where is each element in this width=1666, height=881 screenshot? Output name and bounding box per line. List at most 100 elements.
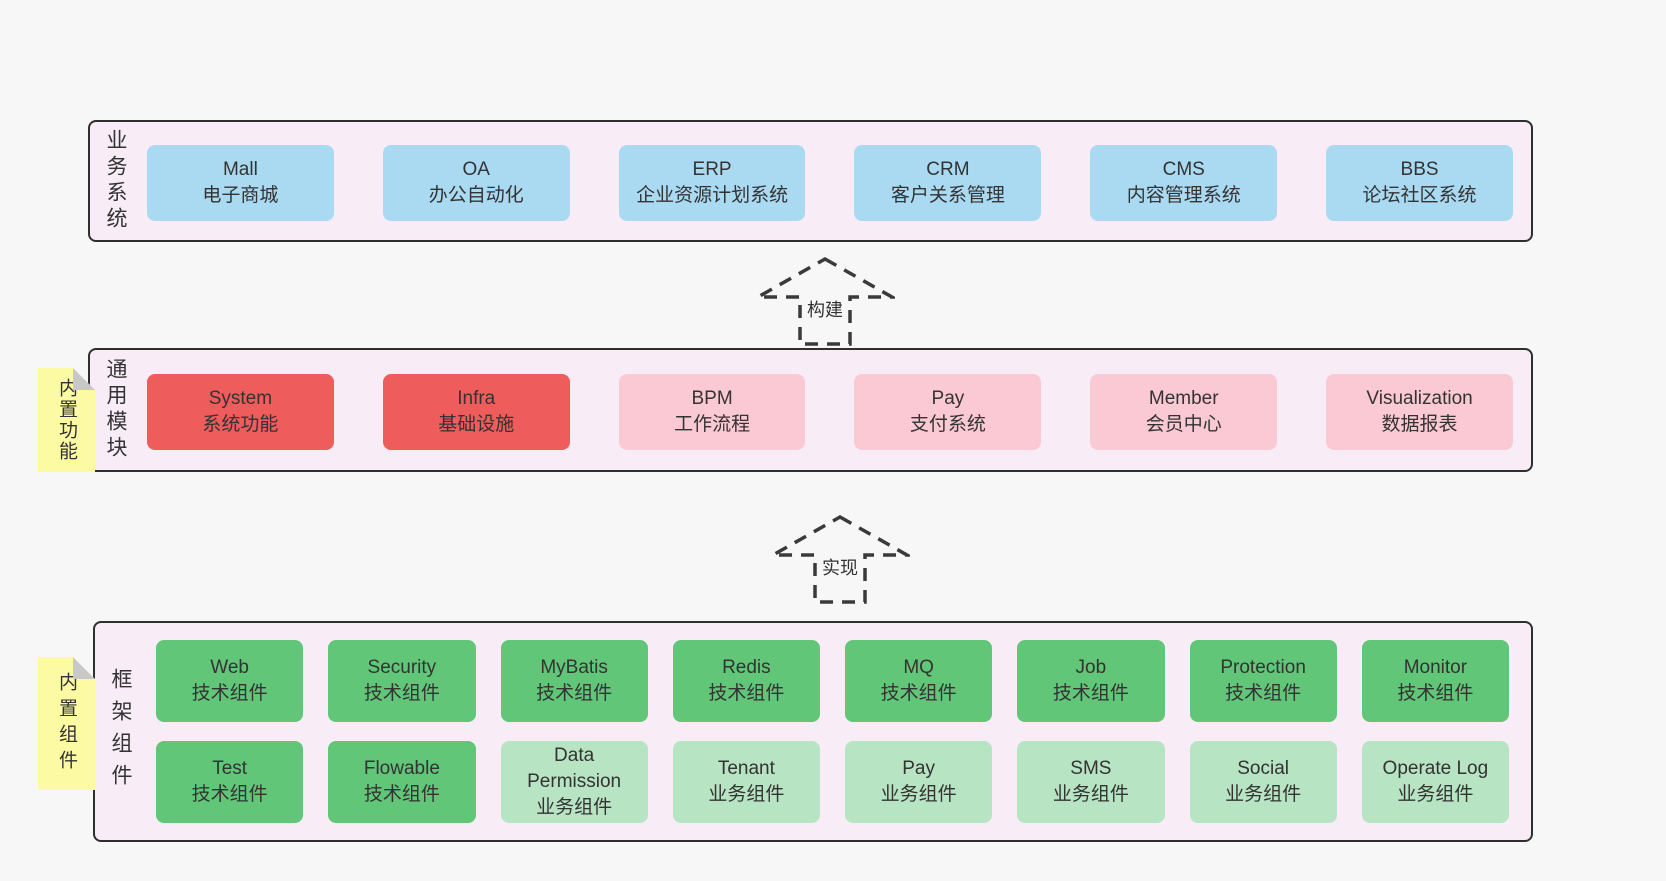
box-title: Visualization — [1366, 387, 1473, 409]
box-title: Mall — [222, 158, 258, 180]
note-text: 内置功能 — [56, 378, 77, 462]
box-subtitle: 基础设施 — [438, 414, 515, 435]
box-title: Infra — [457, 387, 496, 409]
sticky-note-built-in-features: 内置功能 — [38, 368, 95, 472]
box-cms: CMS 内容管理系统 — [1090, 145, 1278, 221]
box-subtitle: 技术组件 — [191, 683, 268, 704]
box-subtitle: 数据报表 — [1381, 414, 1458, 435]
box-subtitle: 内容管理系统 — [1126, 185, 1241, 206]
box-protection: Protection 技术组件 — [1189, 640, 1337, 722]
box-title: Pay — [902, 757, 935, 779]
box-subtitle: 技术组件 — [363, 784, 440, 805]
implement-arrow-label: 实现 — [820, 554, 860, 580]
box-test: Test 技术组件 — [156, 741, 304, 823]
box-subtitle: 客户关系管理 — [890, 185, 1005, 206]
box-bpm: BPM 工作流程 — [618, 374, 806, 450]
box-title: System — [208, 387, 273, 409]
box-title: Tenant — [717, 757, 775, 779]
box-subtitle: 业务组件 — [1225, 784, 1302, 805]
box-title: Test — [212, 757, 248, 779]
framework-components-layer: 框架组件 Web 技术组件 Security 技术组件 MyBatis 技术组件… — [93, 621, 1533, 842]
framework-row-1: Web 技术组件 Security 技术组件 MyBatis 技术组件 Redi… — [156, 640, 1509, 722]
sticky-note-built-in-components: 内置组件 — [38, 657, 95, 790]
box-title: BBS — [1400, 158, 1439, 180]
box-subtitle: 论坛社区系统 — [1362, 185, 1477, 206]
box-title: BPM — [691, 387, 733, 409]
box-title: Monitor — [1403, 656, 1468, 678]
box-subtitle: 支付系统 — [909, 414, 986, 435]
box-title: OA — [462, 158, 490, 180]
box-operate-log: Operate Log 业务组件 — [1361, 741, 1509, 823]
business-systems-layer: 业务系统 Mall 电子商城 OA 办公自动化 ERP 企业资源计划系统 CRM… — [88, 120, 1533, 242]
box-title: Data Permission — [527, 744, 622, 792]
box-monitor: Monitor 技术组件 — [1361, 640, 1509, 722]
box-subtitle: 业务组件 — [708, 784, 785, 805]
box-title: Pay — [931, 387, 965, 409]
box-subtitle: 技术组件 — [1397, 683, 1474, 704]
business-systems-label: 业务系统 — [104, 129, 127, 233]
box-pay-module: Pay 支付系统 — [854, 374, 1042, 450]
box-mall: Mall 电子商城 — [147, 145, 334, 221]
box-pay-component: Pay 业务组件 — [845, 741, 993, 823]
business-systems-boxes: Mall 电子商城 OA 办公自动化 ERP 企业资源计划系统 CRM 客户关系… — [147, 145, 1513, 221]
box-title: Member — [1148, 387, 1219, 409]
box-member: Member 会员中心 — [1090, 374, 1278, 450]
box-security: Security 技术组件 — [328, 640, 476, 722]
box-subtitle: 技术组件 — [1052, 683, 1129, 704]
box-social: Social 业务组件 — [1189, 741, 1337, 823]
box-oa: OA 办公自动化 — [382, 145, 570, 221]
box-subtitle: 业务组件 — [1052, 784, 1129, 805]
box-redis: Redis 技术组件 — [672, 640, 820, 722]
box-subtitle: 系统功能 — [202, 414, 279, 435]
box-sms: SMS 业务组件 — [1017, 741, 1165, 823]
box-subtitle: 技术组件 — [708, 683, 785, 704]
box-web: Web 技术组件 — [156, 640, 304, 722]
implement-arrow: 实现 — [770, 514, 910, 606]
box-title: SMS — [1070, 757, 1112, 779]
framework-components-label: 框架组件 — [109, 667, 132, 796]
framework-row-2: Test 技术组件 Flowable 技术组件 Data Permission … — [156, 741, 1509, 823]
box-subtitle: 业务组件 — [880, 784, 957, 805]
box-subtitle: 技术组件 — [1225, 683, 1302, 704]
box-bbs: BBS 论坛社区系统 — [1326, 145, 1513, 221]
box-subtitle: 技术组件 — [191, 784, 268, 805]
common-modules-boxes: System 系统功能 Infra 基础设施 BPM 工作流程 Pay 支付系统… — [147, 374, 1513, 450]
box-subtitle: 技术组件 — [536, 683, 613, 704]
box-subtitle: 电子商城 — [202, 185, 279, 206]
up-arrow-icon — [755, 256, 895, 346]
box-title: CMS — [1162, 158, 1205, 180]
folded-corner-icon — [73, 657, 95, 679]
box-job: Job 技术组件 — [1017, 640, 1165, 722]
box-subtitle: 技术组件 — [880, 683, 957, 704]
framework-components-rows: Web 技术组件 Security 技术组件 MyBatis 技术组件 Redi… — [156, 640, 1509, 823]
box-title: Protection — [1220, 656, 1306, 678]
box-subtitle: 业务组件 — [1397, 784, 1474, 805]
box-title: Web — [210, 656, 249, 678]
box-subtitle: 业务组件 — [536, 797, 613, 819]
box-subtitle: 企业资源计划系统 — [636, 185, 789, 206]
box-title: Operate Log — [1382, 757, 1489, 779]
box-erp: ERP 企业资源计划系统 — [618, 145, 806, 221]
build-arrow: 构建 — [755, 256, 895, 348]
box-flowable: Flowable 技术组件 — [328, 741, 476, 823]
box-title: MyBatis — [540, 656, 608, 678]
box-mq: MQ 技术组件 — [845, 640, 993, 722]
box-title: ERP — [692, 158, 732, 180]
up-arrow-icon — [770, 514, 910, 604]
note-text: 内置组件 — [56, 671, 77, 776]
box-subtitle: 会员中心 — [1145, 414, 1222, 435]
box-mybatis: MyBatis 技术组件 — [500, 640, 648, 722]
box-subtitle: 技术组件 — [363, 683, 440, 704]
box-infra: Infra 基础设施 — [382, 374, 570, 450]
box-title: Security — [367, 656, 437, 678]
box-crm: CRM 客户关系管理 — [854, 145, 1042, 221]
build-arrow-label: 构建 — [805, 296, 845, 322]
box-title: Redis — [722, 656, 771, 678]
box-title: Job — [1075, 656, 1107, 678]
box-title: CRM — [926, 158, 970, 180]
box-subtitle: 办公自动化 — [428, 185, 524, 206]
box-system: System 系统功能 — [147, 374, 334, 450]
box-title: Social — [1237, 757, 1289, 779]
common-modules-layer: 通用模块 System 系统功能 Infra 基础设施 BPM 工作流程 Pay… — [88, 348, 1533, 472]
box-tenant: Tenant 业务组件 — [672, 741, 820, 823]
